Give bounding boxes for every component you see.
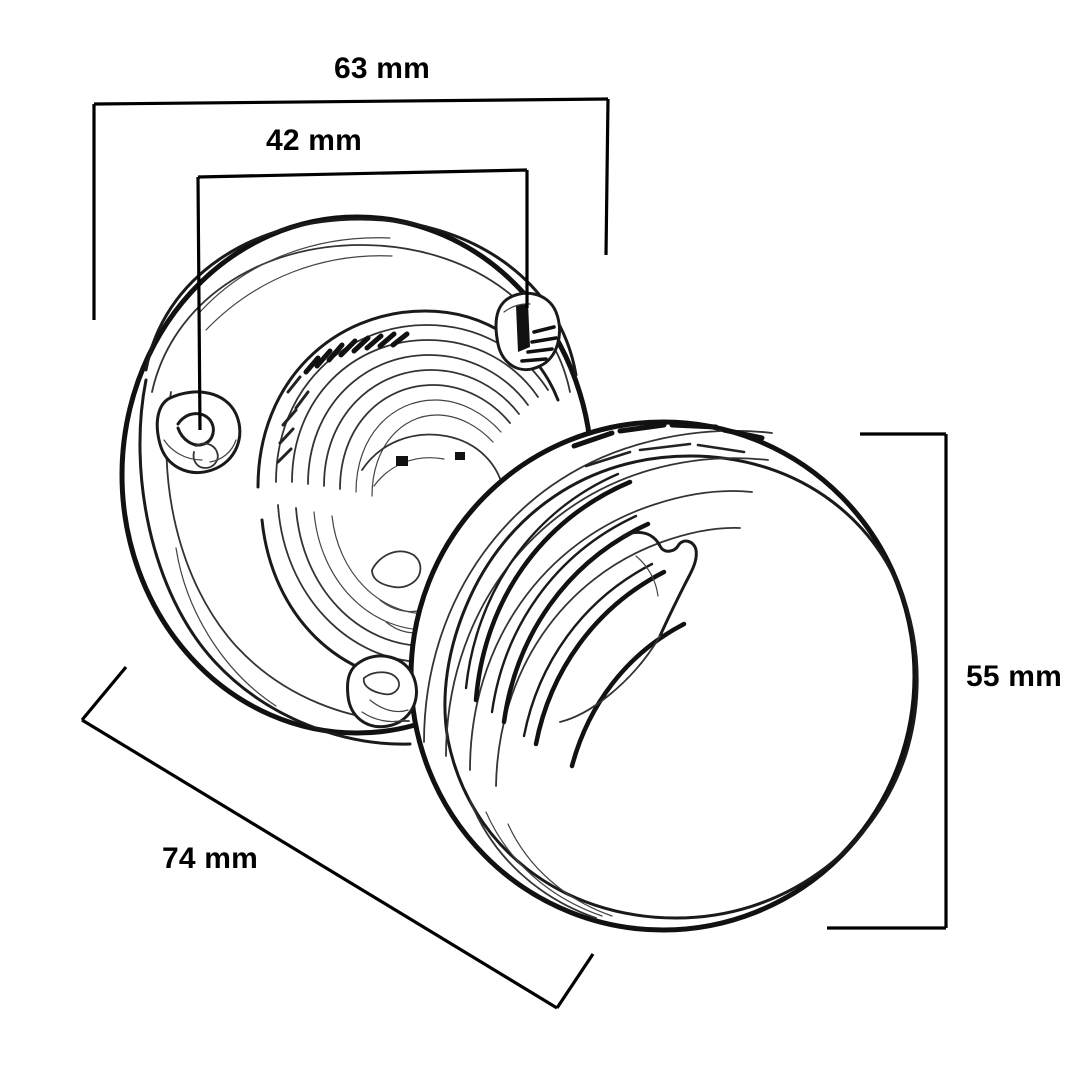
screw-upper-left (155, 390, 242, 474)
dimension-63mm-line (93, 97, 609, 106)
dimension-74mm-extension-start (80, 665, 128, 722)
knob-head (408, 419, 919, 933)
dimension-55mm-label: 55 mm (966, 660, 1062, 693)
dimension-42mm-label: 42 mm (266, 124, 362, 157)
dimension-42mm: 42 mm (196, 124, 529, 431)
dimension-55mm: 55 mm (827, 432, 1062, 930)
doorknob-illustration (119, 214, 919, 933)
dimension-63mm: 63 mm (92, 52, 610, 320)
screw-lower (346, 654, 418, 729)
dimension-74mm-label: 74 mm (162, 842, 258, 875)
dimension-74mm-extension-end (555, 953, 595, 1009)
dimension-63mm-label: 63 mm (334, 52, 430, 85)
dimension-74mm-line (81, 718, 558, 1010)
dimension-42mm-line (197, 168, 528, 179)
dimension-63mm-extension-right (604, 98, 610, 256)
dimension-42mm-extension-left (196, 176, 202, 431)
dimension-74mm: 74 mm (80, 665, 595, 1010)
screw-upper-right (494, 291, 561, 372)
